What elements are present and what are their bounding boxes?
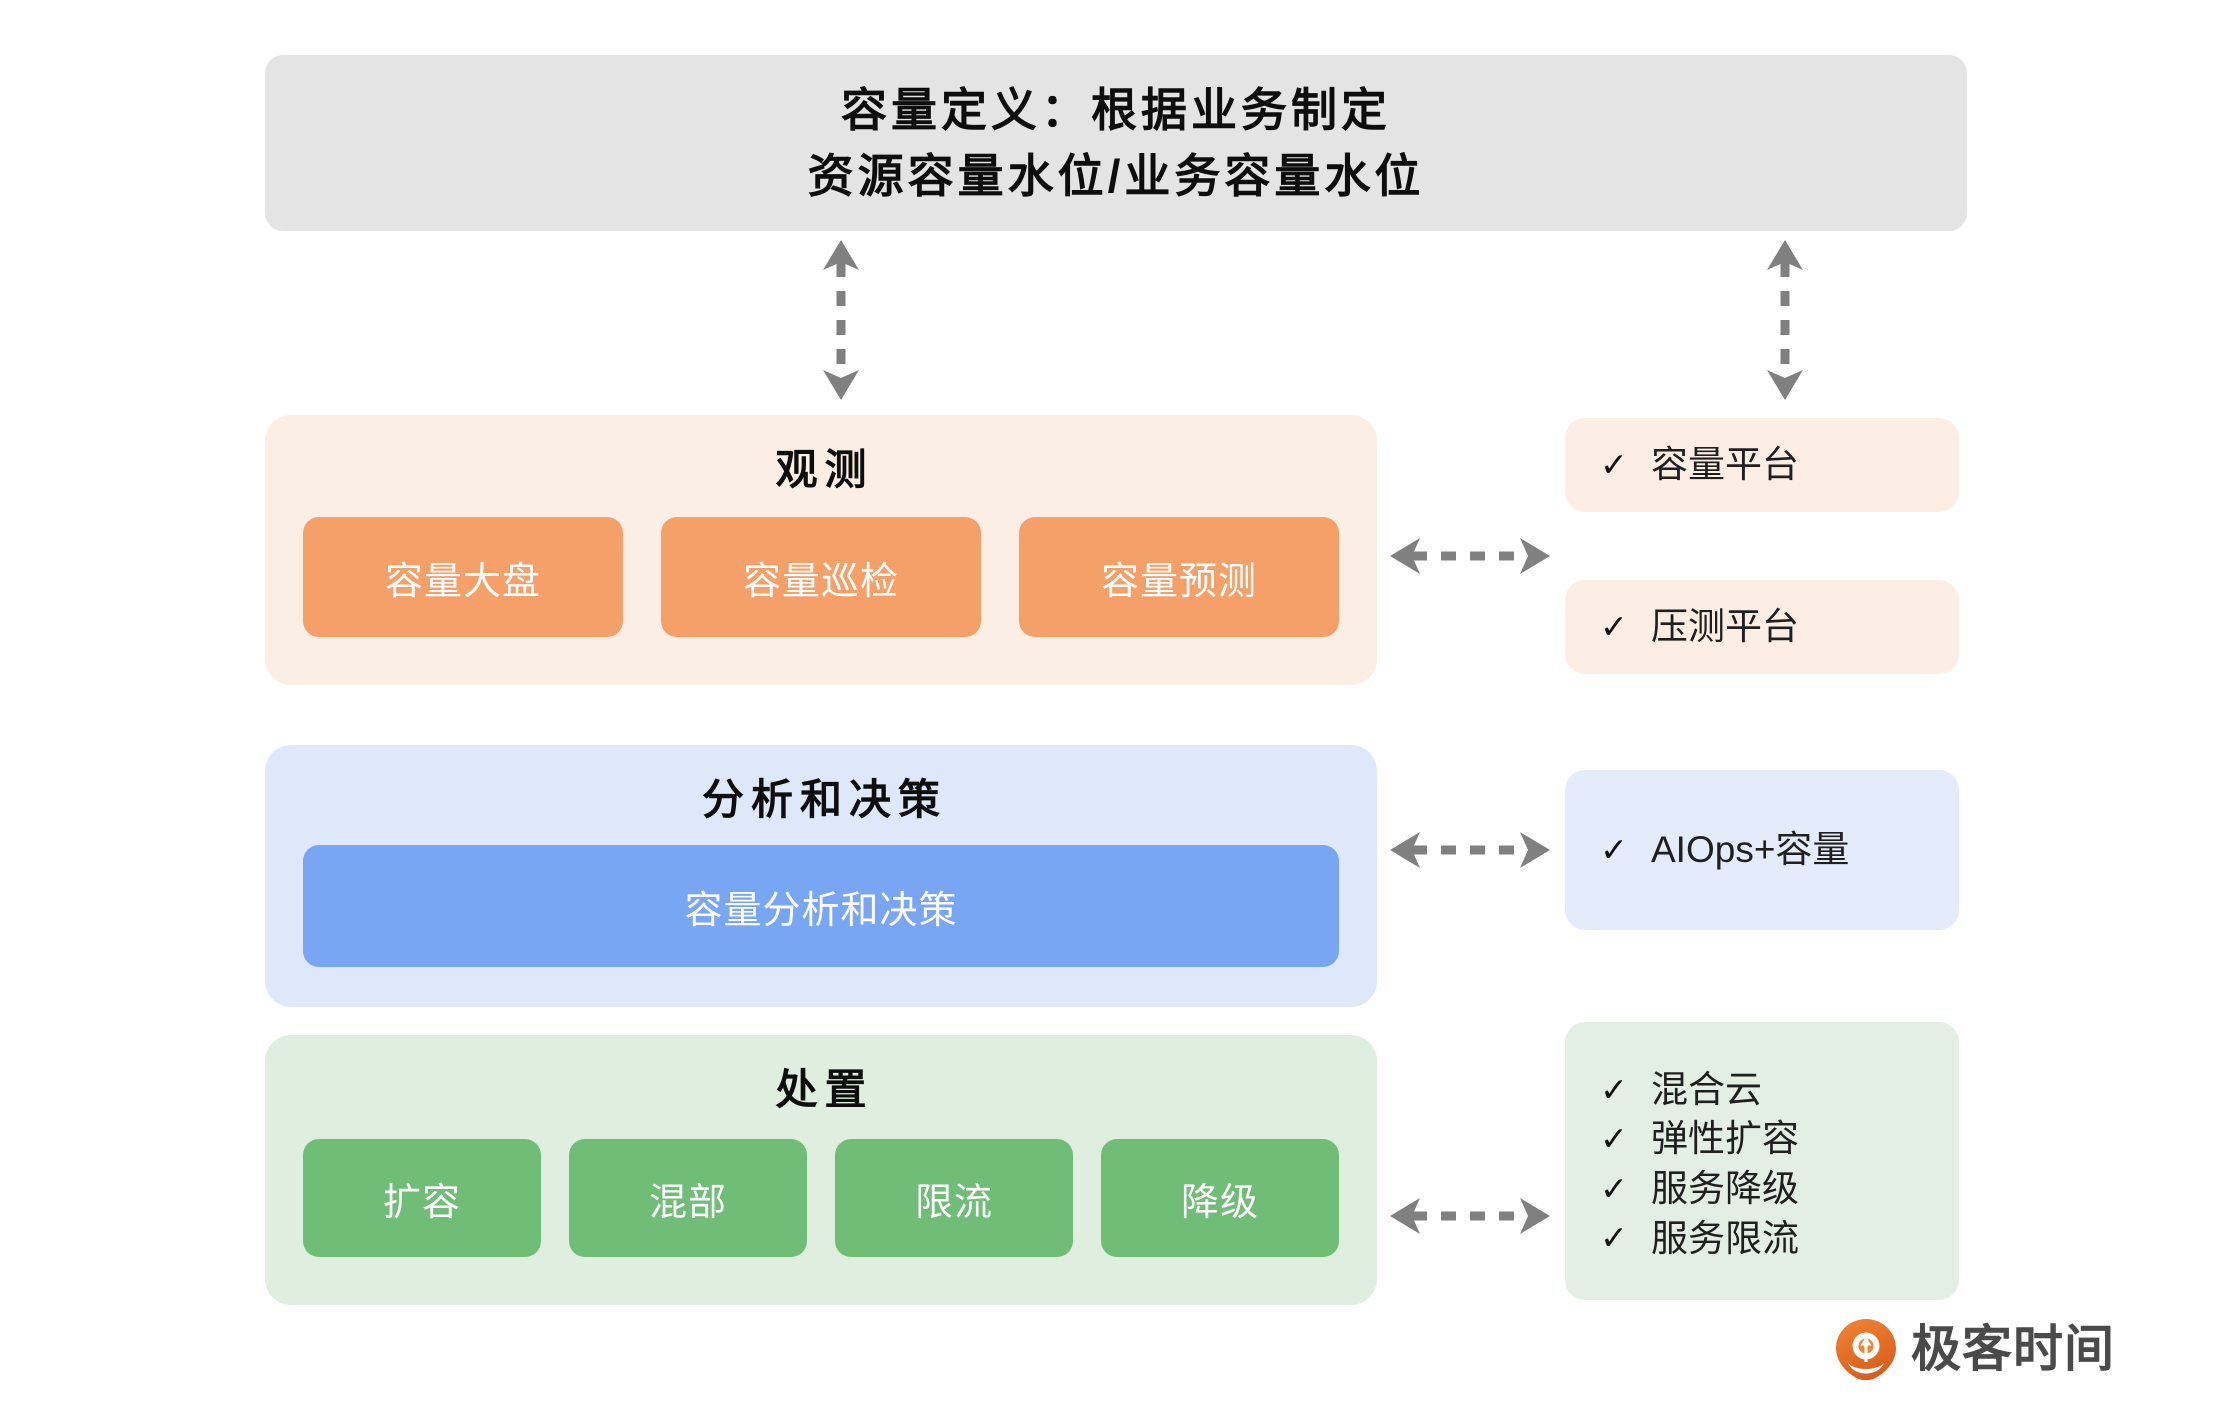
side-card-aiops: ✓ AIOps+容量 bbox=[1565, 770, 1959, 930]
side-label-service-rate-limit: 服务限流 bbox=[1651, 1217, 1799, 1259]
chip-row-analyze: 容量分析和决策 bbox=[265, 845, 1377, 967]
side-row-aiops: ✓ AIOps+容量 bbox=[1599, 825, 1959, 875]
geektime-pin-icon bbox=[1835, 1318, 1897, 1381]
side-label-capacity-platform: 容量平台 bbox=[1651, 444, 1799, 486]
side-label-service-degradation: 服务降级 bbox=[1651, 1168, 1799, 1209]
stage-panel-observe: 观测 容量大盘 容量巡检 容量预测 bbox=[265, 415, 1377, 685]
side-label-stress-platform: 压测平台 bbox=[1651, 606, 1799, 648]
side-label-hybrid-cloud: 混合云 bbox=[1651, 1068, 1762, 1110]
check-icon: ✓ bbox=[1600, 445, 1628, 483]
stage-title-handle: 处置 bbox=[775, 1066, 874, 1113]
arrow-observe-to-platforms bbox=[1390, 534, 1550, 578]
chip-row-observe: 容量大盘 容量巡检 容量预测 bbox=[265, 517, 1377, 637]
banner-line-1: 容量定义：根据业务制定 bbox=[841, 83, 1391, 136]
stage-title-observe: 观测 bbox=[775, 446, 874, 493]
capacity-definition-banner: 容量定义：根据业务制定 资源容量水位/业务容量水位 bbox=[265, 55, 1967, 231]
side-label-aiops: AIOps+容量 bbox=[1651, 829, 1850, 871]
check-icon: ✓ bbox=[1600, 1169, 1628, 1207]
arrow-banner-to-capacity-platform bbox=[1762, 240, 1808, 400]
chip-colocation[interactable]: 混部 bbox=[569, 1139, 807, 1257]
arrow-analyze-to-aiops bbox=[1390, 828, 1550, 872]
side-card-capacity-platform: ✓ 容量平台 bbox=[1565, 418, 1959, 512]
arrow-banner-to-observe bbox=[818, 240, 864, 400]
side-card-stress-platform: ✓ 压测平台 bbox=[1565, 580, 1959, 674]
chip-row-handle: 扩容 混部 限流 降级 bbox=[265, 1139, 1377, 1257]
chip-scale-out[interactable]: 扩容 bbox=[303, 1139, 541, 1257]
side-row-stress-platform: ✓ 压测平台 bbox=[1599, 602, 1959, 652]
chip-capacity-analysis-decision[interactable]: 容量分析和决策 bbox=[303, 845, 1339, 967]
check-icon: ✓ bbox=[1600, 1120, 1628, 1158]
side-row-capacity-platform: ✓ 容量平台 bbox=[1599, 440, 1959, 490]
brand-wordmark: 极客时间 bbox=[1911, 1321, 2115, 1377]
check-icon: ✓ bbox=[1600, 1219, 1628, 1257]
side-card-handle-capabilities: ✓ 混合云 ✓ 弹性扩容 ✓ 服务降级 ✓ 服务限流 bbox=[1565, 1022, 1959, 1300]
side-row-service-rate-limit: ✓ 服务限流 bbox=[1599, 1214, 1959, 1264]
chip-degrade[interactable]: 降级 bbox=[1101, 1139, 1339, 1257]
chip-rate-limit[interactable]: 限流 bbox=[835, 1139, 1073, 1257]
stage-title-analyze: 分析和决策 bbox=[701, 776, 947, 823]
chip-capacity-dashboard[interactable]: 容量大盘 bbox=[303, 517, 623, 637]
stage-panel-handle: 处置 扩容 混部 限流 降级 bbox=[265, 1035, 1377, 1305]
check-icon: ✓ bbox=[1600, 1070, 1628, 1108]
check-icon: ✓ bbox=[1600, 830, 1628, 868]
chip-capacity-inspection[interactable]: 容量巡检 bbox=[661, 517, 981, 637]
brand-logo: 极客时间 bbox=[1835, 1318, 2115, 1381]
side-row-service-degradation: ✓ 服务降级 bbox=[1599, 1164, 1959, 1214]
chip-capacity-forecast[interactable]: 容量预测 bbox=[1019, 517, 1339, 637]
banner-line-2: 资源容量水位/业务容量水位 bbox=[807, 150, 1425, 202]
side-row-elastic-scaling: ✓ 弹性扩容 bbox=[1599, 1114, 1959, 1164]
check-icon: ✓ bbox=[1600, 607, 1628, 645]
arrow-handle-to-capabilities bbox=[1390, 1194, 1550, 1238]
stage-panel-analyze: 分析和决策 容量分析和决策 bbox=[265, 745, 1377, 1007]
side-label-elastic-scaling: 弹性扩容 bbox=[1651, 1118, 1799, 1160]
side-row-hybrid-cloud: ✓ 混合云 bbox=[1599, 1065, 1959, 1115]
